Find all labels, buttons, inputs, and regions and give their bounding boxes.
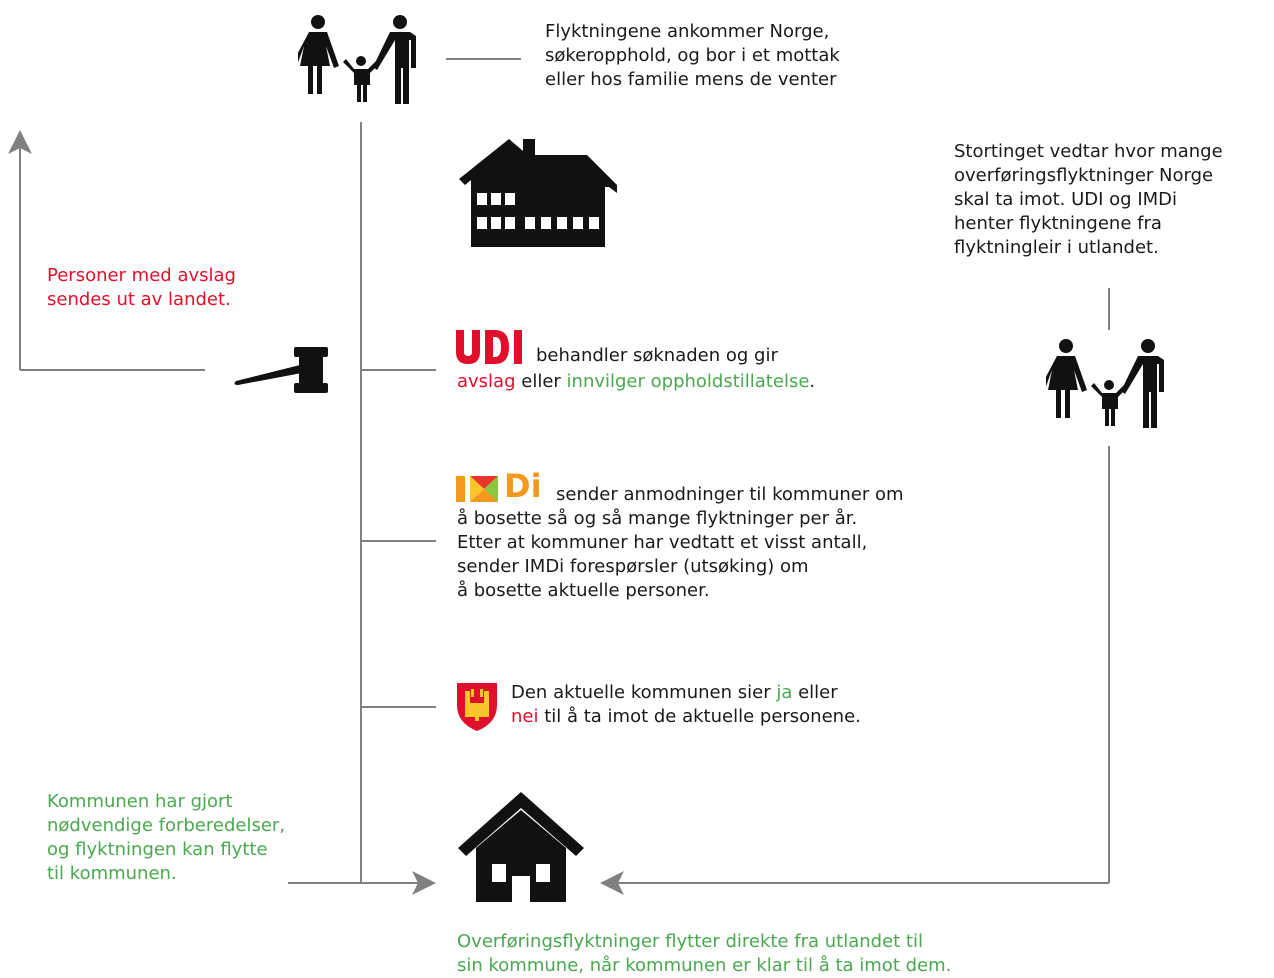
kommune-post1: eller — [792, 682, 838, 703]
family-icon — [298, 15, 416, 104]
ja-label: ja — [776, 682, 793, 703]
storting-line: henter flyktningene fra — [954, 213, 1162, 234]
house-icon — [458, 792, 584, 902]
udi-logo-mark — [456, 330, 522, 364]
imdi-line: sender IMDi forespørsler (utsøking) om — [457, 556, 809, 577]
kommune-pre: Den aktuelle kommunen sier — [511, 682, 777, 703]
imdi-logo: Di — [456, 470, 552, 502]
rejection-line: Personer med avslag — [47, 265, 236, 286]
udi-decision-text: avslag eller innvilger oppholdstillatels… — [457, 370, 815, 394]
resettlement-text: Overføringsflyktninger flytter direkte f… — [457, 930, 951, 978]
prepared-line: nødvendige forberedelser, — [47, 815, 286, 836]
imdi-line: å bosette aktuelle personer. — [457, 580, 710, 601]
udi-line1: behandler søknaden og gir — [536, 345, 778, 366]
prepared-line: til kommunen. — [47, 863, 177, 884]
udi-logo — [456, 330, 532, 364]
municipality-coat-of-arms-icon — [457, 683, 497, 731]
nei-label: nei — [511, 706, 539, 727]
eller-label: eller — [515, 371, 567, 392]
storting-line: skal ta imot. UDI og IMDi — [954, 189, 1178, 210]
kommune-line1: Den aktuelle kommunen sier ja eller — [511, 681, 838, 705]
family-icon — [1046, 339, 1164, 428]
arrival-line: søkeropphold, og bor i et mottak — [545, 45, 840, 66]
prepared-line: Kommunen har gjort — [47, 791, 233, 812]
innvilger-label: innvilger oppholdstillatelse — [566, 371, 810, 392]
rejection-line: sendes ut av landet. — [47, 289, 231, 310]
kommune-line2: nei til å ta imot de aktuelle personene. — [511, 705, 861, 729]
kommune-post2: til å ta imot de aktuelle personene. — [538, 706, 861, 727]
avslag-label: avslag — [457, 371, 516, 392]
reception-center-icon — [459, 139, 617, 247]
imdi-logo-mark — [456, 476, 498, 502]
arrival-text: Flyktningene ankommer Norge, søkeropphol… — [545, 20, 840, 92]
arrival-line: eller hos familie mens de venter — [545, 69, 837, 90]
resettlement-line: sin kommune, når kommunen er klar til å … — [457, 955, 952, 976]
rejection-text: Personer med avslag sendes ut av landet. — [47, 264, 236, 312]
period: . — [809, 371, 816, 392]
imdi-line: å bosette så og så mange flyktninger per… — [457, 508, 858, 529]
prepared-line: og flyktningen kan flytte — [47, 839, 268, 860]
storting-text: Stortinget vedtar hvor mange overførings… — [954, 140, 1223, 260]
storting-line: overføringsflyktninger Norge — [954, 165, 1214, 186]
gavel-icon — [234, 347, 328, 393]
storting-line: flyktningleir i utlandet. — [954, 237, 1159, 258]
prepared-text: Kommunen har gjort nødvendige forberedel… — [47, 790, 285, 886]
imdi-text: å bosette så og så mange flyktninger per… — [457, 507, 867, 603]
imdi-line: Etter at kommuner har vedtatt et visst a… — [457, 532, 868, 553]
imdi-logo-letters: Di — [504, 467, 542, 505]
storting-line: Stortinget vedtar hvor mange — [954, 141, 1223, 162]
resettlement-line: Overføringsflyktninger flytter direkte f… — [457, 931, 923, 952]
imdi-line1: sender anmodninger til kommuner om — [556, 484, 904, 505]
arrival-line: Flyktningene ankommer Norge, — [545, 21, 830, 42]
